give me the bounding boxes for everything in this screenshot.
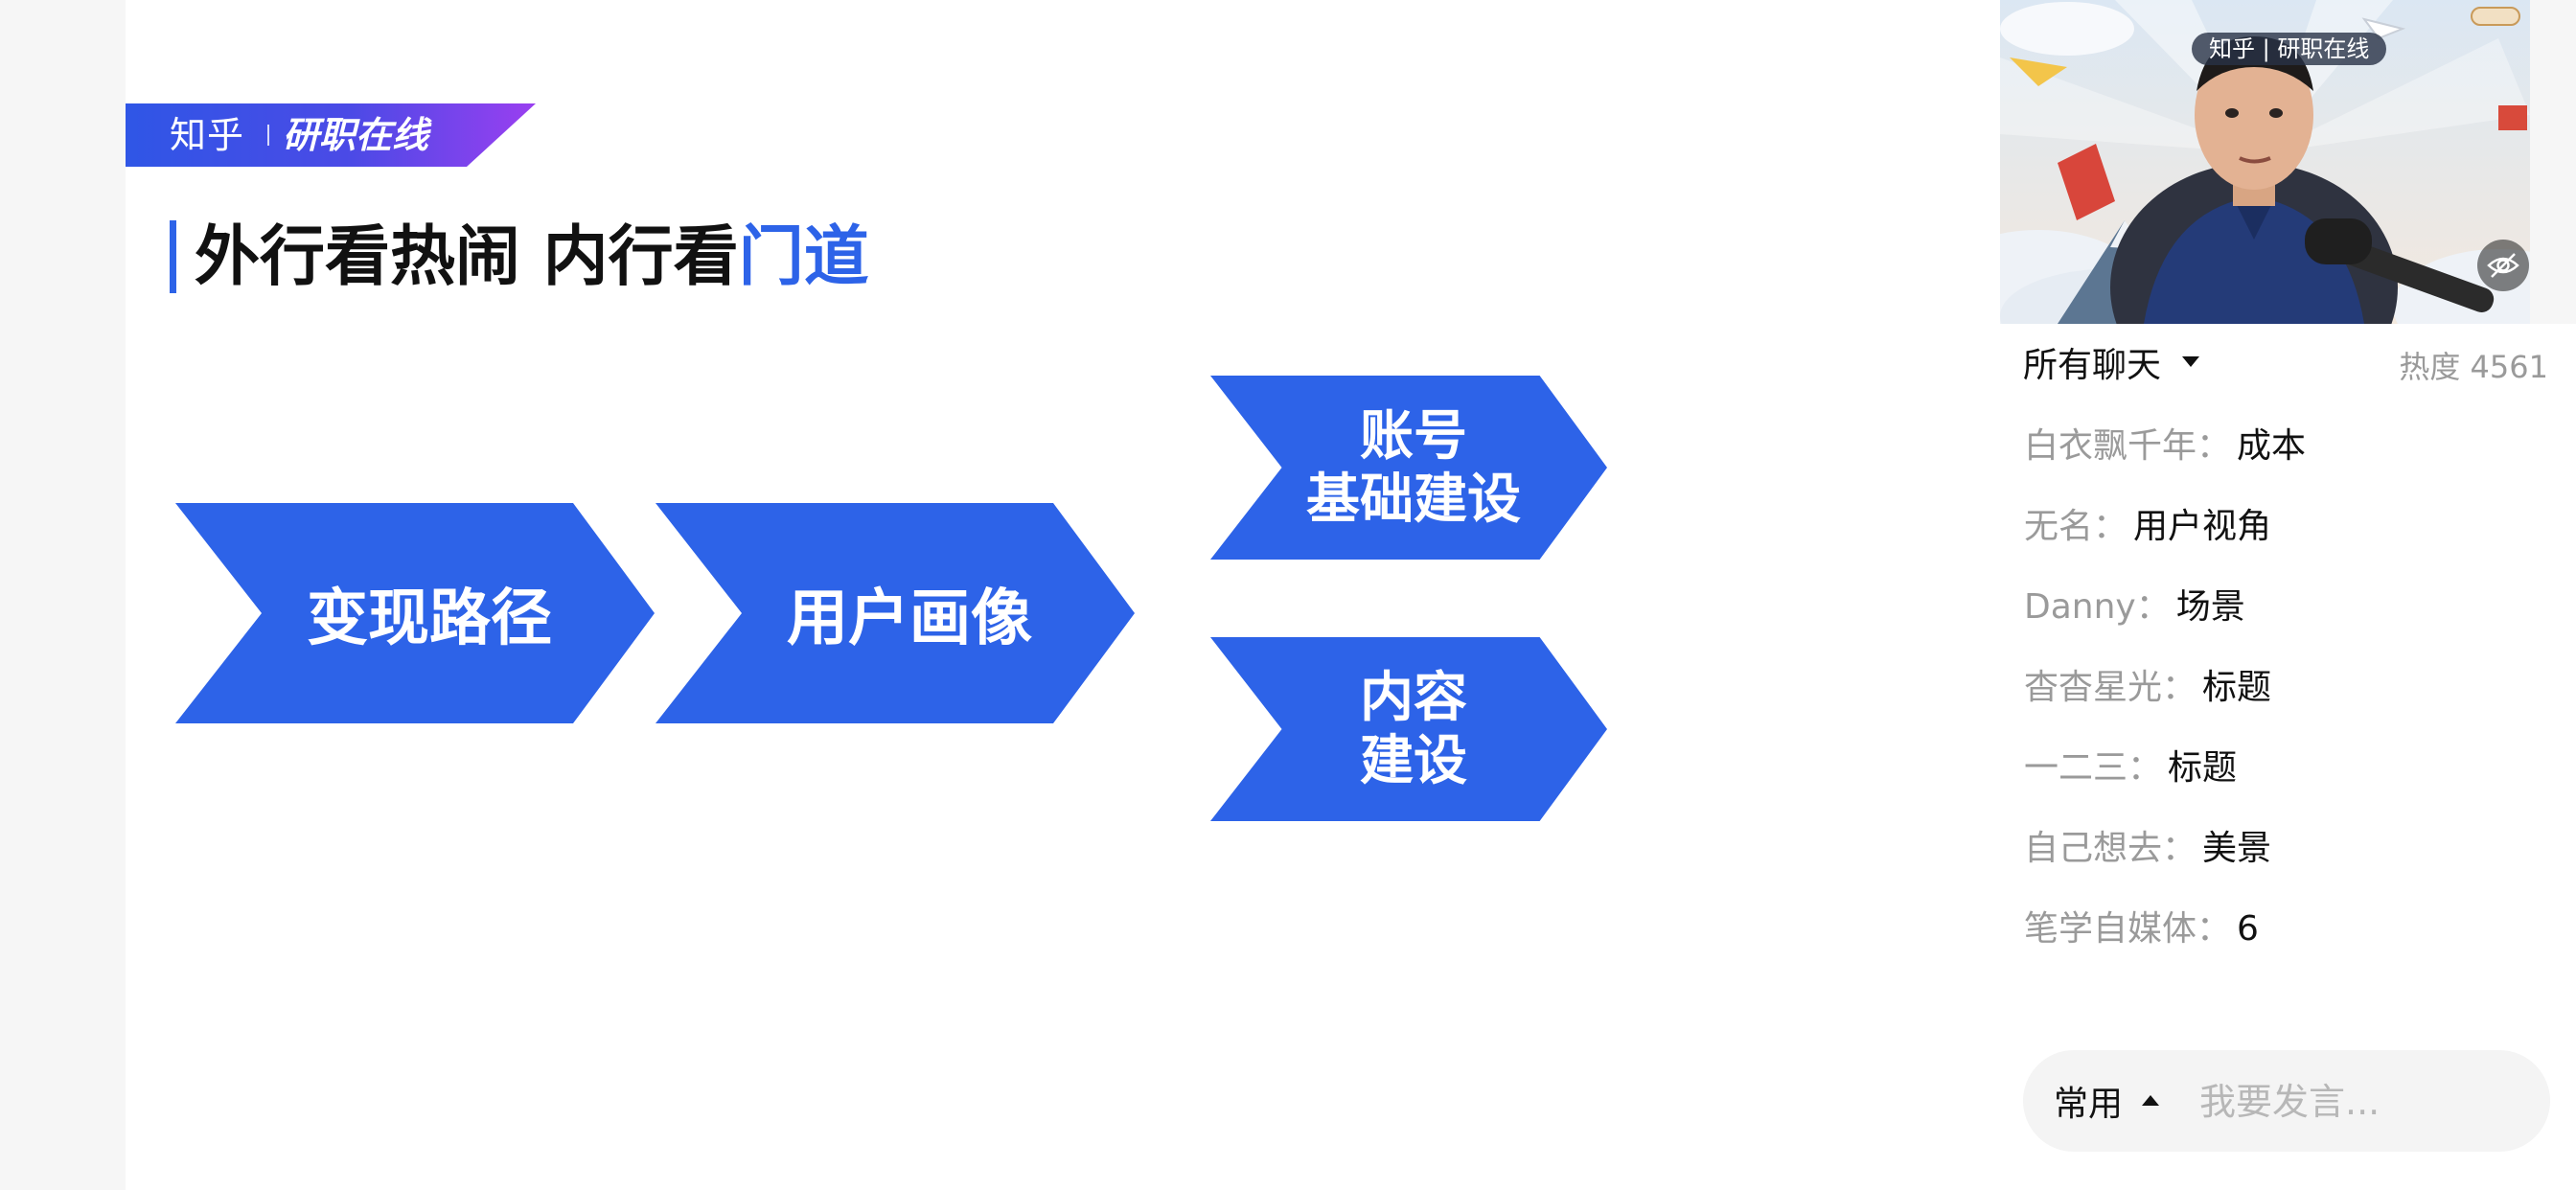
- chat-separator: ：: [2162, 829, 2197, 868]
- chat-header: 所有聊天 热度 4561: [2000, 324, 2556, 397]
- video-brand-badge: 知乎 | 研职在线: [2192, 33, 2387, 65]
- flow-step-user-persona: 用户画像: [656, 503, 1135, 723]
- caret-up-icon: [2142, 1095, 2160, 1106]
- eye-off-icon[interactable]: [2477, 240, 2529, 291]
- chat-separator: ：: [2162, 668, 2197, 707]
- flow-step-label: 用户画像: [787, 583, 1032, 654]
- chat-username: Danny: [2024, 587, 2136, 627]
- heat-counter: 热度 4561: [2399, 349, 2548, 385]
- chat-separator: ：: [2128, 748, 2163, 788]
- chat-text: 用户视角: [2133, 507, 2272, 546]
- chat-username: 笔学自媒体: [2024, 909, 2197, 949]
- chat-text: 6: [2237, 909, 2259, 949]
- flow-step-account-setup: 账号 基础建设: [1210, 376, 1607, 560]
- chat-filter-label: 所有聊天: [2023, 346, 2162, 385]
- eye-off-icon-graphic: [2487, 253, 2519, 278]
- chat-message: 一二三：标题: [2024, 730, 2561, 811]
- chat-text: 场景: [2175, 587, 2245, 627]
- slide-title-main: 外行看热闹 内行看: [195, 218, 739, 295]
- chat-message: 自己想去：美景: [2024, 811, 2561, 891]
- caret-down-icon: [2182, 356, 2200, 367]
- title-accent-bar: [170, 220, 176, 293]
- chat-message-list[interactable]: 白衣飘千年：成本 无名：用户视角 Danny：场景 杳杳星光：标题 一二三：标题…: [2024, 408, 2561, 972]
- chat-text: 标题: [2168, 748, 2238, 788]
- brand-logo-product: 研职在线: [283, 114, 429, 156]
- flow-step-label: 变现路径: [307, 583, 552, 654]
- flow-step-label: 账号 基础建设: [1306, 404, 1521, 531]
- chat-separator: ：: [2196, 909, 2232, 949]
- chat-message-input[interactable]: [2197, 1071, 2527, 1133]
- flow-step-monetization: 变现路径: [175, 503, 655, 723]
- flow-step-content-building: 内容 建设: [1210, 637, 1607, 821]
- chat-username: 自己想去: [2024, 829, 2163, 868]
- slide-title-accent: 门道: [738, 218, 869, 295]
- chat-username: 无名: [2024, 507, 2094, 546]
- slide-title: 外行看热闹 内行看门道: [195, 217, 869, 297]
- chat-username: 白衣飘千年: [2024, 426, 2197, 466]
- presenter-video[interactable]: 知乎 | 研职在线: [2000, 0, 2530, 324]
- chat-separator: ：: [2135, 587, 2171, 627]
- chat-separator: ：: [2196, 426, 2232, 466]
- chat-message: 杳杳星光：标题: [2024, 650, 2561, 730]
- common-phrases-button[interactable]: 常用: [2054, 1050, 2160, 1152]
- chat-input-bar: 常用: [2023, 1050, 2550, 1152]
- chat-text: 成本: [2237, 426, 2307, 466]
- chat-username: 杳杳星光: [2024, 668, 2163, 707]
- chat-message: Danny：场景: [2024, 569, 2561, 650]
- chat-filter-dropdown[interactable]: 所有聊天: [2023, 337, 2200, 387]
- flow-step-label: 内容 建设: [1360, 666, 1467, 792]
- presentation-slide: 知乎 研职在线 外行看热闹 内行看门道 变现路径 用户画像 账号 基础建设 内容…: [126, 0, 2000, 1190]
- chat-message: 笔学自媒体：6: [2024, 891, 2561, 972]
- chat-message: 白衣飘千年：成本: [2024, 408, 2561, 489]
- chat-panel: 所有聊天 热度 4561 白衣飘千年：成本 无名：用户视角 Danny：场景 杳…: [2000, 324, 2576, 1190]
- brand-banner-background: [126, 103, 536, 167]
- chat-separator: ：: [2093, 507, 2128, 546]
- chat-text: 美景: [2202, 829, 2272, 868]
- common-phrases-label: 常用: [2054, 1085, 2124, 1124]
- chat-message: 无名：用户视角: [2024, 489, 2561, 569]
- brand-logo-zhihu: 知乎: [170, 114, 245, 156]
- brand-divider: [267, 125, 269, 146]
- chat-username: 一二三: [2024, 748, 2128, 788]
- brand-banner: 知乎 研职在线: [126, 103, 536, 167]
- chat-text: 标题: [2202, 668, 2272, 707]
